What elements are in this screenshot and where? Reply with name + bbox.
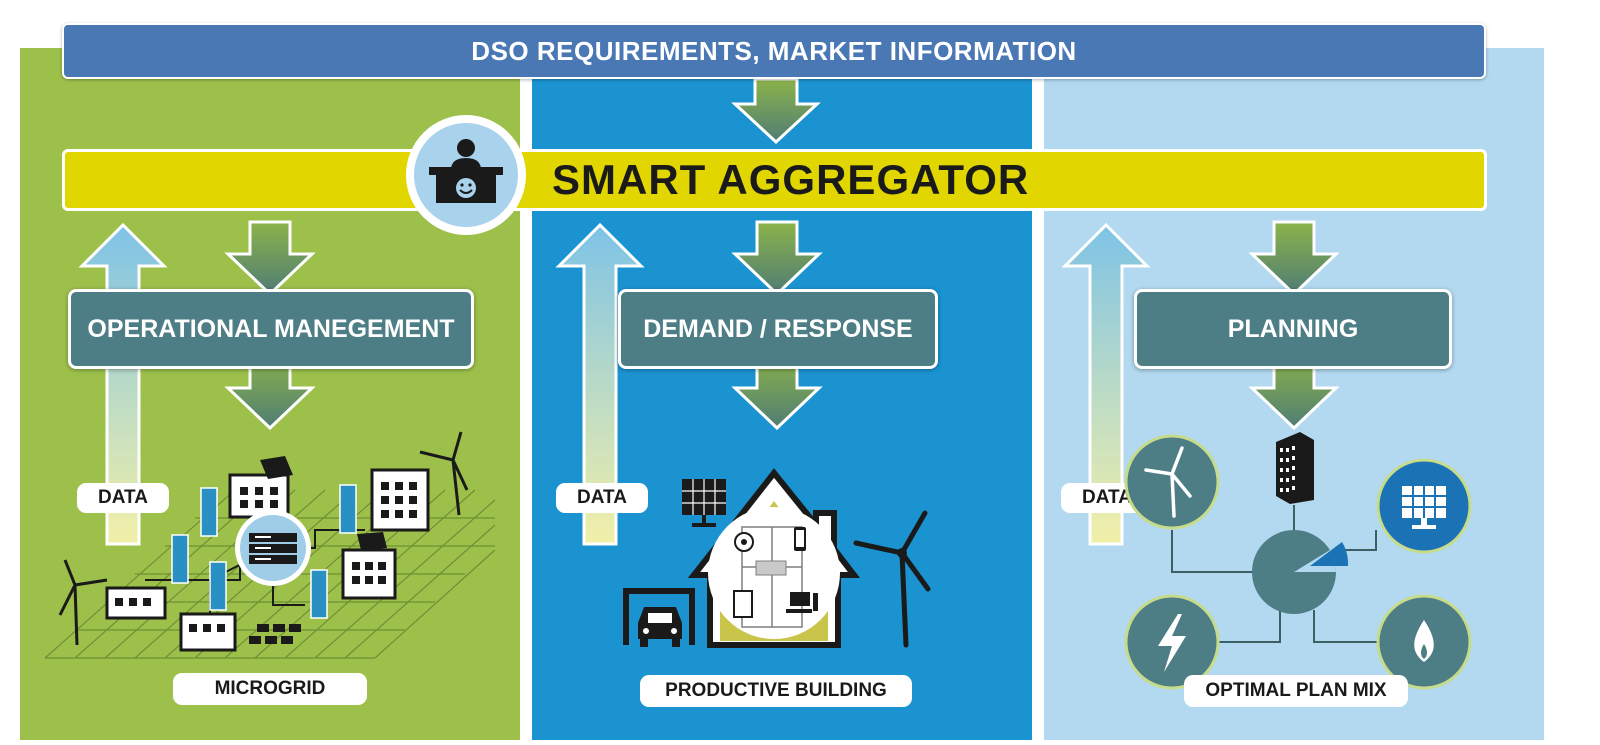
dso-requirements-banner: DSO REQUIREMENTS, MARKET INFORMATION xyxy=(62,23,1486,79)
house-icon xyxy=(623,468,931,648)
down-arrow-col3-top xyxy=(1248,220,1340,297)
demand-response-box: DEMAND / RESPONSE xyxy=(618,289,938,369)
smart-aggregator-title: SMART AGGREGATOR xyxy=(552,156,1030,203)
data-label-col2: DATA xyxy=(556,483,648,513)
microgrid-label: MICROGRID xyxy=(173,673,367,705)
down-arrow-col2-top xyxy=(731,220,823,297)
productive-building-label: PRODUCTIVE BUILDING xyxy=(640,675,912,707)
optimal-plan-mix-label: OPTIMAL PLAN MIX xyxy=(1184,675,1408,707)
operational-management-box: OPERATIONAL MANEGEMENT xyxy=(68,289,474,369)
planning-box: PLANNING xyxy=(1134,289,1452,369)
aggregator-person-icon xyxy=(406,115,526,235)
microgrid-icon xyxy=(44,431,496,659)
smart-aggregator-bar xyxy=(62,149,1487,211)
down-arrow-col1-top xyxy=(224,220,316,297)
down-arrow-header xyxy=(731,77,821,145)
pie-chart-icon xyxy=(1124,432,1472,690)
data-label-col1: DATA xyxy=(77,483,169,513)
